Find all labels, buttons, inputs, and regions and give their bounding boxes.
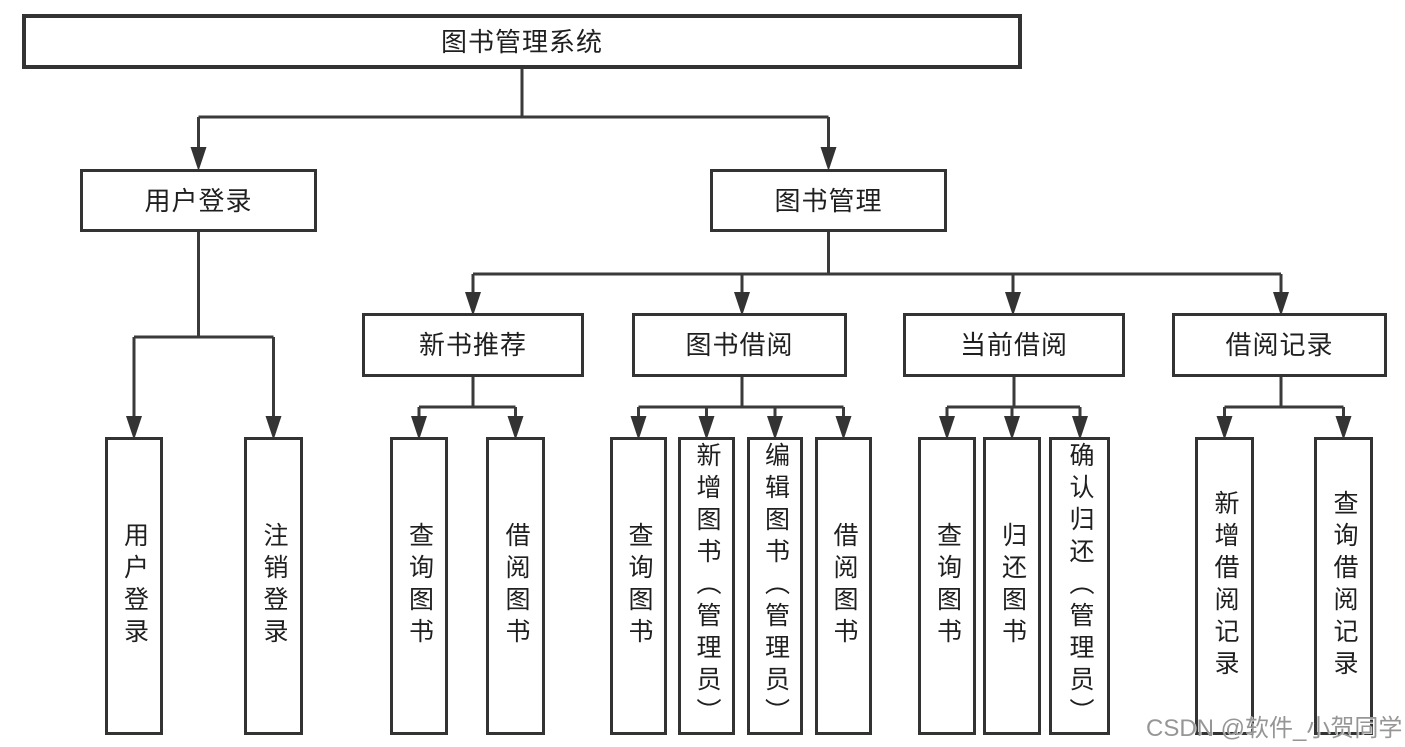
leaf-borrow-books: 借阅图书 — [815, 437, 872, 735]
leaf-borrow-query-books-label: 查询图书 — [625, 522, 653, 650]
connector-current-borrow-to-children — [939, 377, 1088, 440]
leaf-newbook-borrow-books-label: 借阅图书 — [502, 522, 530, 650]
node-new-book-rec-label: 新书推荐 — [418, 330, 527, 360]
leaf-add-books-admin: 新增图书（管理员） — [678, 437, 735, 735]
leaf-return-books: 归还图书 — [983, 437, 1041, 735]
node-current-borrow: 当前借阅 — [903, 313, 1125, 377]
connector-new-book-to-children — [411, 377, 524, 440]
leaf-newbook-borrow-books: 借阅图书 — [486, 437, 545, 735]
leaf-add-borrow-record-label: 新增借阅记录 — [1211, 490, 1239, 682]
node-root-label: 图书管理系统 — [440, 26, 603, 57]
leaf-query-borrow-record-label: 查询借阅记录 — [1330, 490, 1358, 682]
leaf-borrow-books-label: 借阅图书 — [830, 522, 858, 650]
leaf-edit-books-admin-label: 编辑图书（管理员） — [761, 442, 790, 730]
leaf-edit-books-admin: 编辑图书（管理员） — [747, 437, 803, 735]
node-new-book-rec: 新书推荐 — [362, 313, 584, 377]
leaf-user-login-label: 用户登录 — [120, 522, 149, 650]
connector-book-borrow-to-children — [630, 377, 852, 440]
leaf-return-books-label: 归还图书 — [998, 522, 1027, 650]
connector-root-to-branches — [190, 69, 837, 171]
connector-borrow-record-to-children — [1216, 377, 1352, 440]
node-book-borrow: 图书借阅 — [632, 313, 847, 377]
node-user-login-label: 用户登录 — [144, 185, 253, 216]
leaf-user-login: 用户登录 — [105, 437, 163, 735]
leaf-add-borrow-record: 新增借阅记录 — [1195, 437, 1254, 735]
leaf-current-query-books: 查询图书 — [918, 437, 976, 735]
node-book-mgmt-label: 图书管理 — [774, 185, 883, 216]
leaf-logout-label: 注销登录 — [260, 522, 288, 650]
leaf-newbook-query-books: 查询图书 — [390, 437, 448, 735]
node-user-login: 用户登录 — [80, 169, 317, 232]
leaf-newbook-query-books-label: 查询图书 — [405, 522, 434, 650]
leaf-logout: 注销登录 — [244, 437, 303, 735]
node-book-borrow-label: 图书借阅 — [685, 330, 794, 360]
node-book-mgmt: 图书管理 — [710, 169, 947, 232]
leaf-borrow-query-books: 查询图书 — [610, 437, 667, 735]
node-current-borrow-label: 当前借阅 — [959, 330, 1068, 360]
leaf-confirm-return-admin-label: 确认归还（管理员） — [1066, 442, 1094, 730]
connector-book-mgmt-to-sections — [465, 232, 1289, 316]
connector-user-login-to-children — [126, 232, 282, 440]
leaf-add-books-admin-label: 新增图书（管理员） — [693, 442, 721, 730]
node-borrow-record: 借阅记录 — [1172, 313, 1387, 377]
csdn-watermark: CSDN @软件_小贺同学 — [1146, 715, 1403, 742]
node-root: 图书管理系统 — [22, 14, 1022, 69]
node-borrow-record-label: 借阅记录 — [1225, 330, 1334, 360]
leaf-query-borrow-record: 查询借阅记录 — [1314, 437, 1373, 735]
leaf-current-query-books-label: 查询图书 — [933, 522, 962, 650]
leaf-confirm-return-admin: 确认归还（管理员） — [1049, 437, 1110, 735]
